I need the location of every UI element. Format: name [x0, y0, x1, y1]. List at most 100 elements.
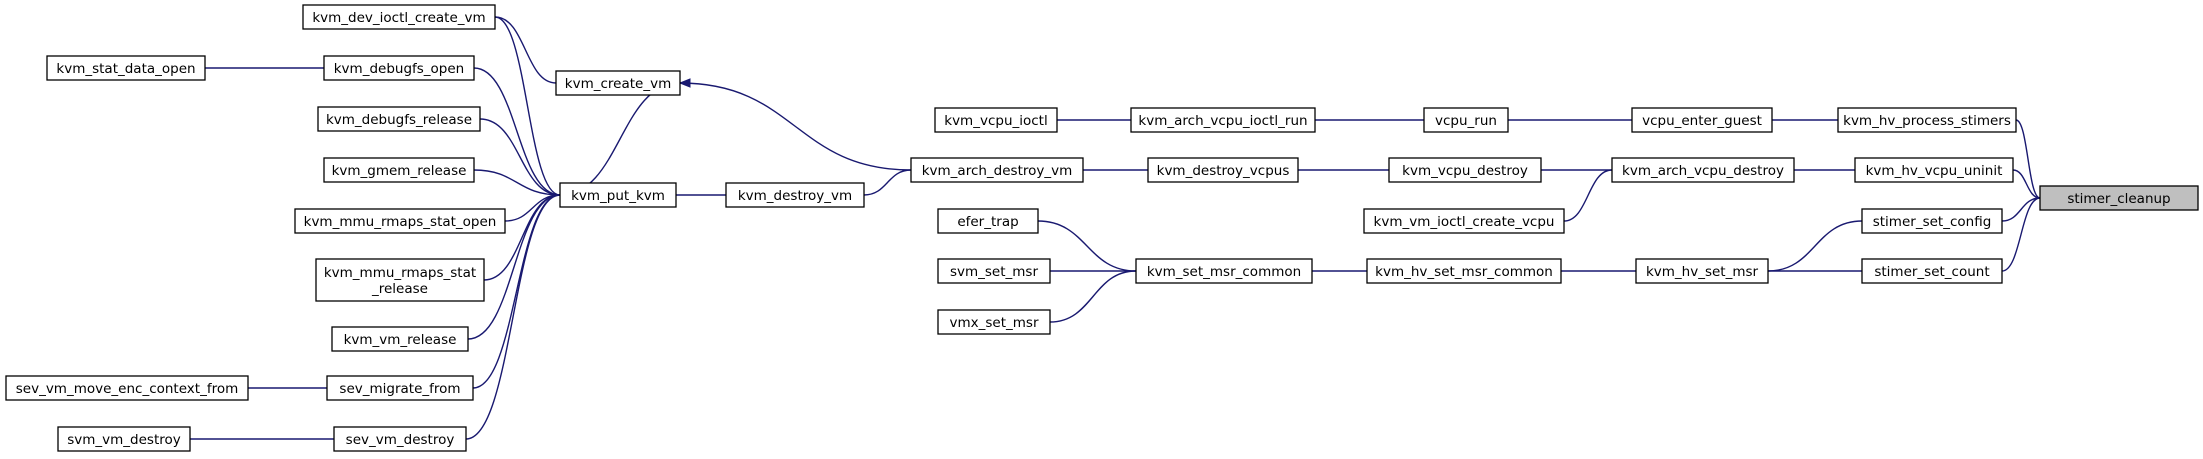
edge-kvm-debugfs-release-to-kvm-put-kvm — [479, 118, 561, 196]
node-box[interactable] — [1388, 157, 1542, 183]
node-kvm-mmu-rmaps-stat-open[interactable]: kvm_mmu_rmaps_stat_open — [294, 208, 506, 234]
node-box[interactable] — [323, 157, 475, 183]
node-label: stimer_set_config — [1873, 214, 1992, 230]
node-kvm-hv-vcpu-uninit[interactable]: kvm_hv_vcpu_uninit — [1854, 157, 2014, 183]
edge-kvm-create-vm-to-kvm-put-kvm — [559, 82, 681, 196]
node-svm-vm-destroy[interactable]: svm_vm_destroy — [57, 426, 191, 452]
node-kvm-arch-vcpu-destroy[interactable]: kvm_arch_vcpu_destroy — [1611, 157, 1795, 183]
node-box[interactable] — [1366, 258, 1562, 284]
node-label: kvm_hv_set_msr_common — [1375, 264, 1553, 280]
node-label: kvm_put_kvm — [571, 188, 665, 204]
node-box[interactable] — [1837, 107, 2017, 133]
node-kvm-hv-process-stimers[interactable]: kvm_hv_process_stimers — [1837, 107, 2017, 133]
node-box[interactable] — [559, 182, 677, 208]
node-box[interactable] — [317, 106, 481, 132]
node-kvm-destroy-vcpus[interactable]: kvm_destroy_vcpus — [1147, 157, 1299, 183]
node-box[interactable] — [910, 157, 1084, 183]
node-box[interactable] — [1861, 258, 2003, 284]
node-box[interactable] — [1861, 208, 2003, 234]
node-box[interactable] — [1135, 258, 1313, 284]
node-vcpu-run[interactable]: vcpu_run — [1423, 107, 1509, 133]
node-box[interactable] — [937, 258, 1051, 284]
node-kvm-vm-ioctl-create-vcpu[interactable]: kvm_vm_ioctl_create_vcpu — [1363, 208, 1565, 234]
node-box[interactable] — [1635, 258, 1769, 284]
node-label: kvm_debugfs_open — [334, 61, 465, 77]
node-kvm-set-msr-common[interactable]: kvm_set_msr_common — [1135, 258, 1313, 284]
node-box[interactable] — [46, 55, 206, 81]
node-label: kvm_gmem_release — [332, 163, 467, 179]
node-box[interactable] — [302, 4, 496, 30]
node-box[interactable] — [333, 426, 467, 452]
node-label: _release — [371, 281, 428, 297]
edge-kvm-hv-process-stimers-to-stimer-cleanup — [2015, 119, 2041, 199]
node-kvm-arch-vcpu-ioctl-run[interactable]: kvm_arch_vcpu_ioctl_run — [1130, 107, 1316, 133]
node-label: kvm_dev_ioctl_create_vm — [312, 10, 485, 26]
nodes-layer: stimer_cleanup kvm_hv_process_stimers kvm_… — [5, 4, 2199, 452]
node-kvm-mmu-rmaps-stat-release[interactable]: kvm_mmu_rmaps_stat_release — [315, 258, 485, 302]
node-box[interactable] — [315, 258, 485, 302]
edge-efer-trap-to-kvm-set-msr-common — [1037, 220, 1137, 272]
node-box[interactable] — [1423, 107, 1509, 133]
node-vcpu-enter-guest[interactable]: vcpu_enter_guest — [1631, 107, 1773, 133]
node-box[interactable] — [294, 208, 506, 234]
node-efer-trap[interactable]: efer_trap — [937, 208, 1039, 234]
node-box[interactable] — [1631, 107, 1773, 133]
node-label: kvm_hv_set_msr — [1646, 264, 1759, 280]
node-label: kvm_create_vm — [565, 76, 671, 92]
node-label: stimer_cleanup — [2067, 191, 2170, 207]
node-kvm-create-vm[interactable]: kvm_create_vm — [555, 70, 681, 96]
node-kvm-vcpu-ioctl[interactable]: kvm_vcpu_ioctl — [934, 107, 1058, 133]
node-stimer-set-config[interactable]: stimer_set_config — [1861, 208, 2003, 234]
node-label: stimer_set_count — [1874, 264, 1989, 280]
node-box[interactable] — [1611, 157, 1795, 183]
node-box[interactable] — [937, 208, 1039, 234]
node-box[interactable] — [2039, 185, 2199, 211]
node-label: sev_migrate_from — [339, 381, 460, 397]
node-box[interactable] — [1363, 208, 1565, 234]
node-kvm-vm-release[interactable]: kvm_vm_release — [331, 326, 469, 352]
node-box[interactable] — [57, 426, 191, 452]
node-sev-vm-move-enc-context-from[interactable]: sev_vm_move_enc_context_from — [5, 375, 249, 401]
node-box[interactable] — [331, 326, 469, 352]
node-sev-migrate-from[interactable]: sev_migrate_from — [326, 375, 474, 401]
node-kvm-vcpu-destroy[interactable]: kvm_vcpu_destroy — [1388, 157, 1542, 183]
edge-kvm-hv-set-msr-to-stimer-set-config — [1767, 220, 1863, 272]
node-box[interactable] — [934, 107, 1058, 133]
node-box[interactable] — [937, 309, 1051, 335]
node-label: kvm_hv_vcpu_uninit — [1866, 163, 2003, 179]
node-box[interactable] — [1854, 157, 2014, 183]
node-label: kvm_arch_vcpu_destroy — [1622, 163, 1784, 179]
node-label: vcpu_enter_guest — [1642, 113, 1762, 129]
node-vmx-set-msr[interactable]: vmx_set_msr — [937, 309, 1051, 335]
node-box[interactable] — [725, 182, 865, 208]
node-kvm-debugfs-release[interactable]: kvm_debugfs_release — [317, 106, 481, 132]
node-label: kvm_set_msr_common — [1147, 264, 1301, 280]
node-kvm-put-kvm[interactable]: kvm_put_kvm — [559, 182, 677, 208]
node-label: kvm_arch_vcpu_ioctl_run — [1138, 113, 1307, 129]
node-kvm-stat-data-open[interactable]: kvm_stat_data_open — [46, 55, 206, 81]
node-sev-vm-destroy[interactable]: sev_vm_destroy — [333, 426, 467, 452]
node-label: kvm_mmu_rmaps_stat — [324, 265, 476, 281]
node-kvm-hv-set-msr[interactable]: kvm_hv_set_msr — [1635, 258, 1769, 284]
node-box[interactable] — [323, 55, 475, 81]
node-kvm-gmem-release[interactable]: kvm_gmem_release — [323, 157, 475, 183]
node-kvm-hv-set-msr-common[interactable]: kvm_hv_set_msr_common — [1366, 258, 1562, 284]
node-label: kvm_vcpu_ioctl — [944, 113, 1047, 129]
node-box[interactable] — [555, 70, 681, 96]
node-stimer-set-count[interactable]: stimer_set_count — [1861, 258, 2003, 284]
node-box[interactable] — [1147, 157, 1299, 183]
node-svm-set-msr[interactable]: svm_set_msr — [937, 258, 1051, 284]
edge-kvm-debugfs-open-to-kvm-put-kvm — [473, 67, 561, 196]
node-label: svm_vm_destroy — [67, 432, 181, 448]
node-kvm-destroy-vm[interactable]: kvm_destroy_vm — [725, 182, 865, 208]
arrowhead-kvm-create-vm — [678, 78, 691, 88]
node-label: kvm_destroy_vcpus — [1157, 163, 1290, 179]
node-box[interactable] — [5, 375, 249, 401]
node-stimer-cleanup[interactable]: stimer_cleanup — [2039, 185, 2199, 211]
node-kvm-dev-ioctl-create-vm[interactable]: kvm_dev_ioctl_create_vm — [302, 4, 496, 30]
node-box[interactable] — [1130, 107, 1316, 133]
node-kvm-debugfs-open[interactable]: kvm_debugfs_open — [323, 55, 475, 81]
node-label: vcpu_run — [1435, 113, 1497, 129]
node-box[interactable] — [326, 375, 474, 401]
node-kvm-arch-destroy-vm[interactable]: kvm_arch_destroy_vm — [910, 157, 1084, 183]
